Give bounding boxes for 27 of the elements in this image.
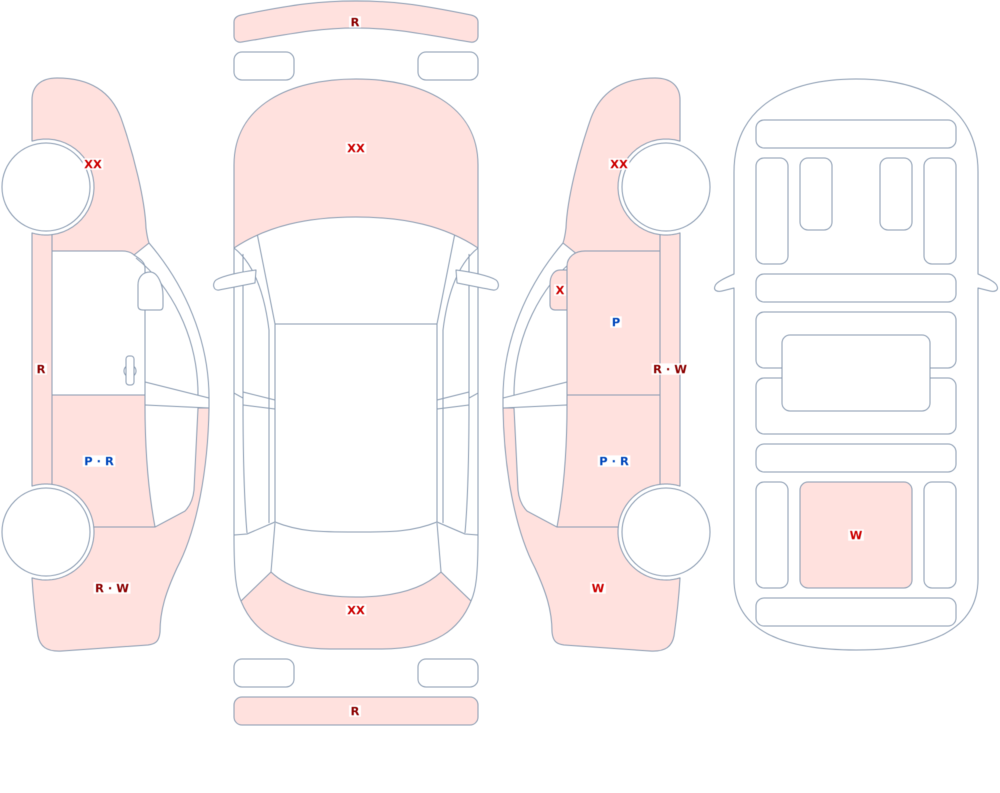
body-panel — [782, 334, 931, 412]
body-panel: XX — [240, 572, 472, 650]
body-panel — [756, 482, 788, 588]
body-panel — [234, 52, 294, 80]
body-panel — [924, 158, 957, 264]
body-panel — [800, 158, 832, 230]
body-panel: P · R — [52, 394, 156, 528]
body-panel — [756, 158, 788, 264]
body-panel — [418, 658, 478, 688]
body-panel: R — [234, 696, 478, 726]
body-panel — [418, 52, 478, 80]
body-panel — [924, 482, 957, 588]
body-panel — [756, 598, 957, 626]
body-panel: X — [550, 270, 568, 310]
body-panel — [756, 120, 957, 148]
body-panel — [234, 658, 294, 688]
body-panel: XX — [32, 78, 150, 256]
body-panel — [756, 444, 957, 472]
body-panel: P · R — [556, 394, 660, 528]
body-panel: XX — [562, 78, 680, 256]
body-panel: XX — [234, 78, 478, 248]
body-panel — [756, 274, 957, 302]
body-panel — [880, 158, 913, 230]
body-panel: R · W — [652, 232, 688, 487]
body-panel: R — [234, 0, 478, 43]
body-panel: R — [32, 232, 52, 487]
body-panel: W — [800, 482, 913, 588]
